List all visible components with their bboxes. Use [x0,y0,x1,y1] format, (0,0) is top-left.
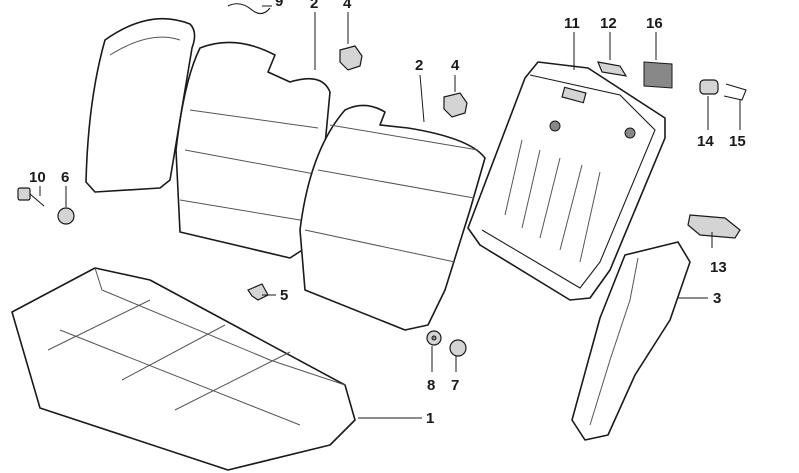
callout-labels: 1 2 2 3 4 4 5 6 7 8 9 10 11 12 13 14 15 … [29,0,746,427]
callout-11: 11 [564,15,580,32]
grommet-14 [699,79,719,95]
callout-9: 9 [275,0,283,10]
clip-12 [597,61,628,77]
nut-6 [57,207,75,225]
callout-8: 8 [427,377,435,394]
callout-12: 12 [600,15,617,32]
callout-2-left-backrest: 2 [310,0,318,12]
callout-4-left: 4 [343,0,352,12]
callout-1: 1 [426,410,434,427]
callout-6: 6 [61,169,69,186]
bushing-4a [339,45,363,71]
backrest-frame [467,61,666,301]
right-side-bolster [571,241,691,441]
left-side-bolster [85,17,196,193]
hook-15 [723,83,747,101]
wire-clip-9 [227,3,271,15]
callout-16: 16 [646,15,663,32]
callout-5: 5 [280,287,288,304]
bolt-10 [17,187,45,207]
pad-16 [643,61,673,89]
callout-2-right-backrest: 2 [415,57,423,74]
pin-7 [449,339,467,357]
bushing-4b [443,92,468,118]
latch-13 [687,214,741,239]
callout-13: 13 [710,259,727,276]
leader-lines [39,5,741,419]
seat-cushion [11,267,356,471]
callout-3: 3 [713,290,721,307]
callout-7: 7 [451,377,459,394]
callout-4-right: 4 [451,57,460,74]
callout-14: 14 [697,133,714,150]
right-backrest [299,104,486,331]
left-backrest [175,41,331,259]
washer-8 [426,330,442,346]
bracket-5 [247,283,269,301]
callout-10: 10 [29,169,46,186]
callout-15: 15 [729,133,746,150]
